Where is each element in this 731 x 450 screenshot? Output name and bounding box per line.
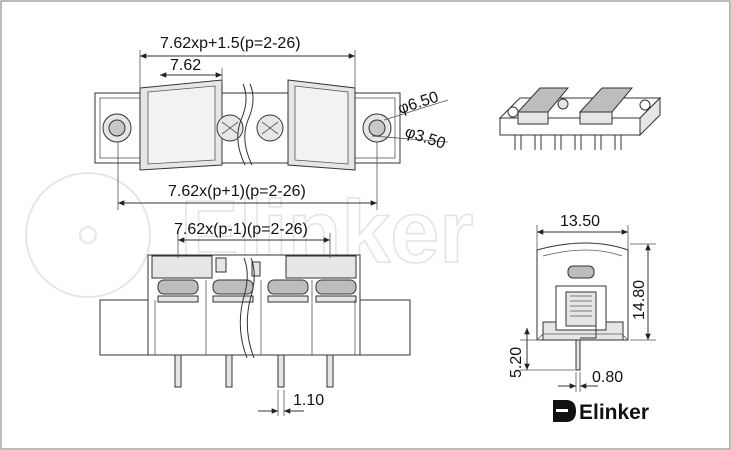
dim-top-mount: 7.62x(p+1)(p=2-26) — [168, 183, 306, 200]
dim-front-span: 7.62x(p-1)(p=2-26) — [174, 221, 308, 238]
top-dimensions: 7.62xp+1.5(p=2-26) 7.62 7.62x(p+1)(p=2-2… — [117, 35, 449, 210]
front-pins — [174, 354, 334, 388]
isometric-view — [498, 87, 662, 150]
side-dimensions: 13.50 14.80 5.20 0.80 — [508, 213, 656, 392]
dim-hole-outer: φ6.50 — [396, 89, 441, 118]
dim-side-width: 13.50 — [560, 213, 600, 230]
dim-pin-thickness: 0.80 — [592, 369, 623, 386]
front-screws — [157, 279, 357, 303]
dim-pitch: 7.62 — [170, 57, 201, 74]
dim-top-overall: 7.62xp+1.5(p=2-26) — [160, 35, 301, 52]
dim-pin-length: 5.20 — [508, 347, 525, 378]
dim-hole-inner: φ3.50 — [403, 124, 448, 153]
logo-text: Elinker — [579, 401, 649, 424]
front-dimensions: 7.62x(p-1)(p=2-26) 1.10 — [174, 221, 331, 416]
top-view — [94, 79, 401, 171]
front-view — [99, 254, 411, 388]
dim-pin-width: 1.10 — [293, 392, 324, 409]
side-view — [536, 242, 629, 371]
dim-side-height: 14.80 — [631, 280, 648, 320]
elinker-logo: Elinker — [553, 400, 649, 424]
